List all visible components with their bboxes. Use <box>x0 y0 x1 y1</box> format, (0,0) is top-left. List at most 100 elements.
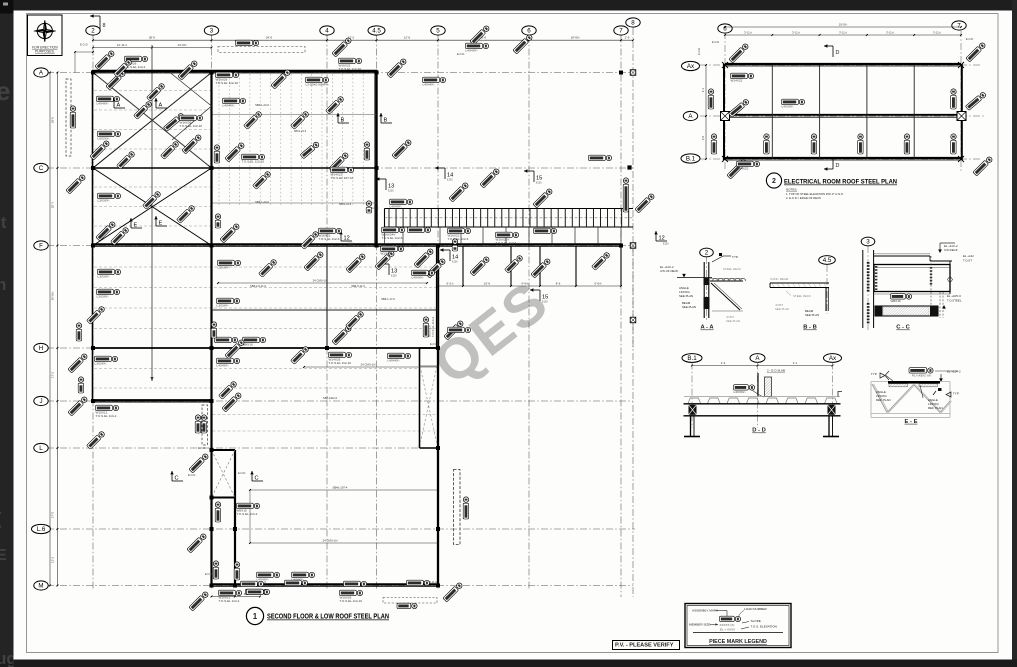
svg-text:E: E <box>159 221 163 227</box>
svg-text:18'-6: 18'-6 <box>480 36 487 40</box>
svg-text:W16X24V: W16X24V <box>382 233 397 237</box>
svg-text:14: 14 <box>447 173 453 179</box>
svg-text:E: E <box>0 547 7 564</box>
svg-text:SLOPE: SLOPE <box>751 619 761 623</box>
svg-text:L4X4X¼: L4X4X¼ <box>412 276 424 280</box>
svg-text:15: 15 <box>542 295 548 301</box>
svg-text:NOTES:: NOTES: <box>786 188 797 192</box>
svg-text:ANGLE: ANGLE <box>928 398 938 402</box>
svg-text:SB#1-197-4: SB#1-197-4 <box>333 486 348 490</box>
svg-text:T.O.S.EL 112-10: T.O.S.EL 112-10 <box>340 599 363 603</box>
svg-text:1. TOP OF STEEL ELEVATION 150': 1. TOP OF STEEL ELEVATION 150'-0" U.N.O. <box>786 192 844 196</box>
svg-text:28'-0: 28'-0 <box>149 36 156 40</box>
svg-text:3'-11⅞: 3'-11⅞ <box>792 31 800 35</box>
svg-text:T.O.S.EL 112-6: T.O.S.EL 112-6 <box>382 236 403 240</box>
svg-text:A: A <box>688 113 693 120</box>
svg-text:14: 14 <box>452 255 458 261</box>
svg-text:L3X3X¼: L3X3X¼ <box>217 304 229 308</box>
svg-text:W16X26: W16X26 <box>340 596 352 600</box>
svg-text:6'-6⅝: 6'-6⅝ <box>595 281 603 285</box>
svg-text:12: 12 <box>344 236 350 242</box>
svg-text:50'-8¾: 50'-8¾ <box>51 291 55 300</box>
svg-text:E.O.D: E.O.D <box>371 206 378 210</box>
svg-text:JOIST: JOIST <box>775 303 783 307</box>
svg-text:L4X4X¼: L4X4X¼ <box>97 102 109 106</box>
svg-text:W8X10: W8X10 <box>243 343 253 347</box>
svg-text:E100: E100 <box>388 190 394 193</box>
svg-text:JOIST: JOIST <box>726 315 734 319</box>
svg-text:L3X3X¼: L3X3X¼ <box>218 266 230 270</box>
svg-text:3: 3 <box>866 239 870 246</box>
svg-text:EL +105'-0: EL +105'-0 <box>947 294 961 298</box>
svg-text:L4X4X¼: L4X4X¼ <box>466 49 478 53</box>
svg-text:10'-6: 10'-6 <box>484 281 491 285</box>
svg-text:T.O.S.EL 112-10: T.O.S.EL 112-10 <box>339 67 362 71</box>
svg-text:SB#-1-24-6: SB#-1-24-6 <box>255 103 269 107</box>
svg-text:BEAM: BEAM <box>682 301 691 305</box>
svg-text:H: H <box>39 345 43 352</box>
svg-text:B - B: B - B <box>803 325 817 331</box>
svg-text:4: 4 <box>325 28 329 35</box>
svg-text:3'-11⅞: 3'-11⅞ <box>744 31 752 35</box>
svg-text:TYP.: TYP. <box>871 372 877 376</box>
svg-text:17'-5: 17'-5 <box>51 511 55 518</box>
svg-text:SB#-1-24-6: SB#-1-24-6 <box>255 200 269 204</box>
svg-text:L2-50X0-50HP¾: L2-50X0-50HP¾ <box>306 83 329 87</box>
svg-text:T.O.S.EL 114-2: T.O.S.EL 114-2 <box>431 316 435 337</box>
svg-text:E.O.D: E.O.D <box>457 52 464 56</box>
svg-text:T.O.S.EL 112-10: T.O.S.EL 112-10 <box>243 346 266 350</box>
svg-text:A: A <box>39 70 44 77</box>
svg-text:18'-6⅛: 18'-6⅛ <box>571 36 580 40</box>
svg-text:8: 8 <box>631 20 635 27</box>
svg-text:SEE PLAN: SEE PLAN <box>726 319 740 323</box>
svg-text:4'-1: 4'-1 <box>793 361 798 365</box>
svg-text:W16X20Y: W16X20Y <box>496 238 510 242</box>
svg-text:13: 13 <box>388 184 394 190</box>
svg-text:B: B <box>384 118 388 124</box>
svg-text:EL +114'-2: EL +114'-2 <box>944 244 958 248</box>
svg-text:T.O.S.EL 112-6: T.O.S.EL 112-6 <box>319 237 340 241</box>
svg-text:L4X3X¼: L4X3X¼ <box>782 105 794 109</box>
svg-text:2. E.O.D = EDGE OF DECK: 2. E.O.D = EDGE OF DECK <box>786 196 821 200</box>
svg-text:SB#1-24-6: SB#1-24-6 <box>339 202 352 206</box>
svg-text:6: 6 <box>527 28 531 35</box>
svg-text:24 CMU-LN: 24 CMU-LN <box>313 279 328 283</box>
svg-text:2: 2 <box>772 178 776 185</box>
svg-text:24 CMU-LN: 24 CMU-LN <box>323 539 338 543</box>
svg-text:PL ¼X6X1'-0¼: PL ¼X6X1'-0¼ <box>912 374 932 378</box>
svg-text:12'-11⅞: 12'-11⅞ <box>117 43 128 47</box>
svg-text:T.O.S.EL 107-10: T.O.S.EL 107-10 <box>331 176 354 180</box>
svg-text:SB#-2-9-11-0: SB#-2-9-11-0 <box>250 580 266 584</box>
svg-text:4.5: 4.5 <box>372 28 381 35</box>
svg-text:C: C <box>175 476 179 482</box>
svg-text:W14X22: W14X22 <box>737 167 749 171</box>
svg-text:24'-0: 24'-0 <box>266 36 273 40</box>
svg-text:19'-5¾: 19'-5¾ <box>839 23 848 27</box>
svg-text:SB#-9-11-0: SB#-9-11-0 <box>423 580 437 584</box>
svg-text:W14X22: W14X22 <box>731 79 743 83</box>
svg-text:12'-6: 12'-6 <box>404 36 411 40</box>
svg-text:E.O.D: E.O.D <box>966 37 973 41</box>
svg-text:8: 8 <box>103 23 106 29</box>
svg-text:7: 7 <box>619 28 623 35</box>
svg-text:3'-11⅞: 3'-11⅞ <box>839 31 847 35</box>
svg-text:L3X3X¼: L3X3X¼ <box>928 402 940 406</box>
svg-text:SB#-1102-0: SB#-1102-0 <box>323 396 338 400</box>
svg-text:A: A <box>159 103 163 109</box>
svg-text:SB#1-24-6: SB#1-24-6 <box>294 129 307 133</box>
svg-text:W16X26: W16X26 <box>180 121 192 125</box>
svg-text:A: A <box>755 355 760 362</box>
svg-text:L3X3X¼: L3X3X¼ <box>97 295 109 299</box>
svg-text:MEMBER SIZE: MEMBER SIZE <box>689 623 710 627</box>
svg-text:B.1: B.1 <box>687 355 697 362</box>
svg-text:L3X3X¼: L3X3X¼ <box>98 275 110 279</box>
svg-text:SB#-2-9-11-0: SB#-2-9-11-0 <box>250 284 266 288</box>
svg-text:E.O.D: E.O.D <box>198 446 205 450</box>
svg-text:W14X26: W14X26 <box>329 358 341 362</box>
svg-text:L4X4X¼: L4X4X¼ <box>292 578 304 582</box>
svg-text:13'-0⅜: 13'-0⅜ <box>178 43 187 47</box>
svg-text:T.O.S.EL 114-2: T.O.S.EL 114-2 <box>96 414 117 418</box>
svg-text:2'-6: 2'-6 <box>721 361 726 365</box>
svg-text:ELECTRICAL ROOM ROOF STEEL PLA: ELECTRICAL ROOM ROOF STEEL PLAN <box>784 179 897 186</box>
svg-text:SEE PLAN: SEE PLAN <box>682 305 696 309</box>
